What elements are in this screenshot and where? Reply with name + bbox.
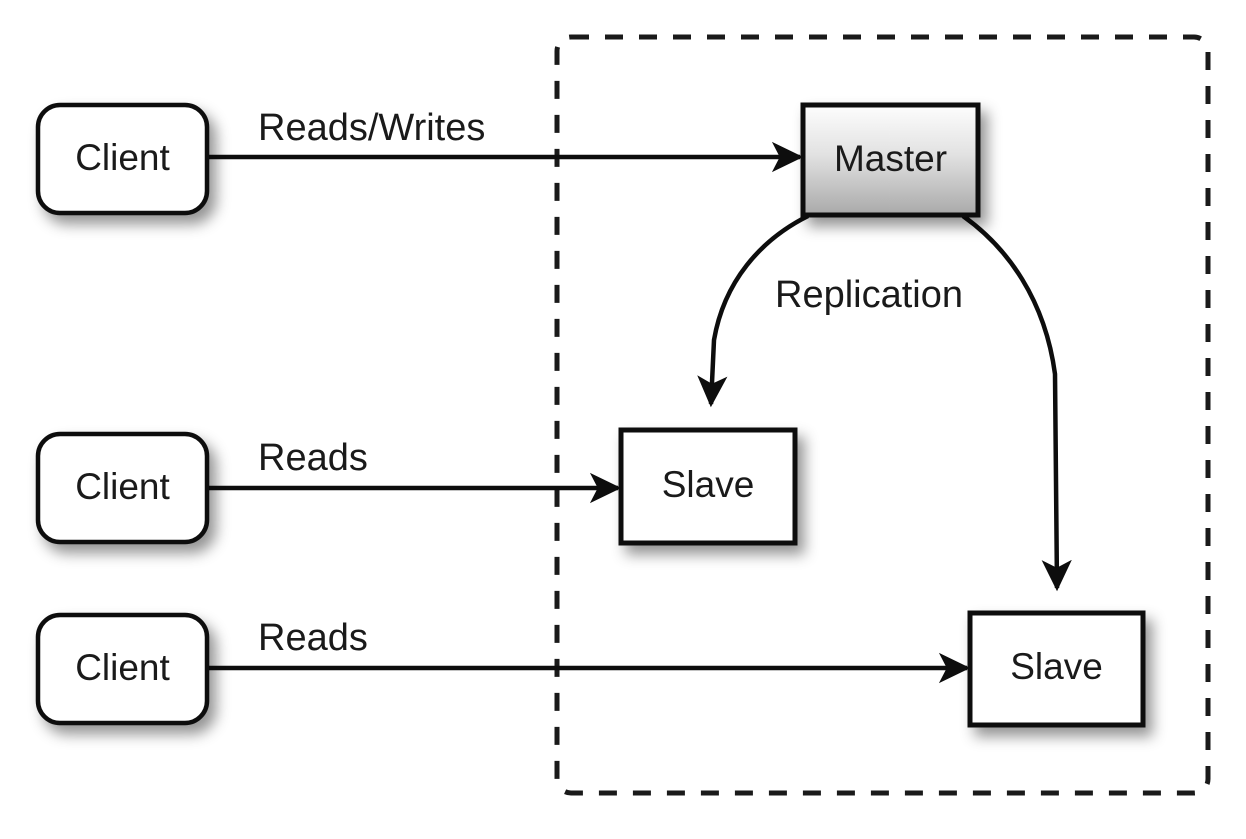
master-label: Master	[834, 138, 947, 179]
edge-master-slave2-curve	[961, 214, 1072, 592]
client-3-label: Client	[75, 647, 170, 688]
client-2-label: Client	[75, 466, 170, 507]
master-node[interactable]: Master	[800, 102, 981, 218]
slave-1-shape	[618, 427, 798, 546]
slave-1-label: Slave	[662, 464, 755, 505]
slave-node-1[interactable]: Slave	[618, 427, 798, 546]
slave-node-2[interactable]: Slave	[967, 610, 1146, 728]
client-node-3[interactable]: Client	[35, 612, 210, 726]
client-node-2[interactable]: Client	[35, 431, 210, 545]
edge-label-reads-2: Reads	[258, 617, 368, 659]
slave-2-label: Slave	[1010, 646, 1103, 687]
client-3-shape	[35, 612, 210, 726]
client-1-label: Client	[75, 137, 170, 178]
slave-2-shape	[967, 610, 1146, 728]
client-1-shape	[35, 102, 210, 216]
master-shape	[800, 102, 981, 218]
edge-master-slave1-curve	[697, 213, 810, 408]
edge-label-reads-writes: Reads/Writes	[258, 107, 485, 149]
edge-label-reads-1: Reads	[258, 437, 368, 479]
client-node-1[interactable]: Client	[35, 102, 210, 216]
client-2-shape	[35, 431, 210, 545]
database-cluster-boundary	[554, 34, 1211, 796]
edge-label-replication: Replication	[775, 274, 963, 316]
